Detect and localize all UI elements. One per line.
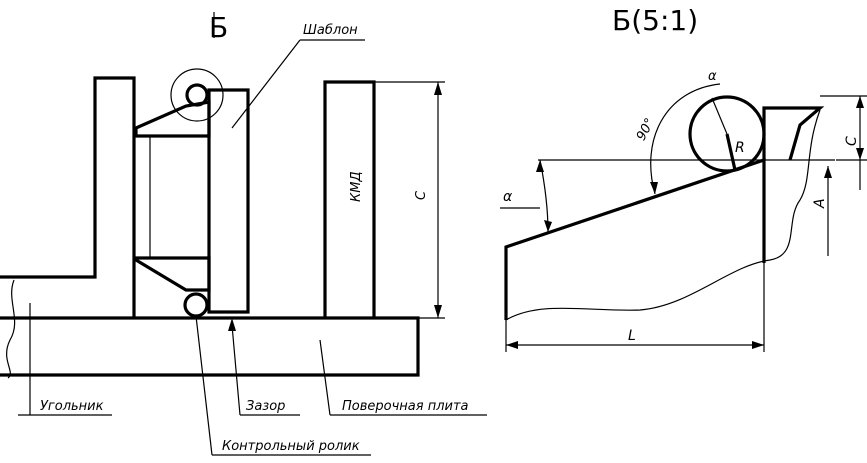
upper-block xyxy=(762,106,825,161)
left-view: Б Шаблон КМД С Угольник Зазор Поверочная… xyxy=(0,11,487,456)
label-dim-l: L xyxy=(628,328,636,344)
wedge-body xyxy=(504,157,766,320)
gauge-blocks xyxy=(323,80,376,318)
label-radius: R xyxy=(735,140,745,156)
label-template: Шаблон xyxy=(303,23,358,38)
right-angle-arrow xyxy=(650,182,658,194)
label-alpha-left: α xyxy=(503,189,513,205)
left-title: Б xyxy=(209,11,228,44)
radius-line-top xyxy=(711,97,728,135)
control-roller xyxy=(183,292,209,318)
template-lower-wedge xyxy=(134,256,211,292)
surface-plate xyxy=(0,316,420,377)
detail-roller xyxy=(688,95,766,173)
label-alpha-top: α xyxy=(708,69,717,84)
label-gauge-blocks: КМД xyxy=(349,171,364,202)
right-angle-arc xyxy=(650,83,721,195)
break-line xyxy=(5,279,16,379)
label-angle-piece: Угольник xyxy=(40,399,104,414)
label-surface-plate: Поверочная плита xyxy=(342,399,469,414)
radius-line xyxy=(725,133,737,171)
template-web-lines xyxy=(136,135,209,259)
gap-arrow xyxy=(228,318,236,331)
dim-a-arrow xyxy=(824,166,832,178)
dim-c-extension xyxy=(374,81,445,319)
label-dim-c: С xyxy=(844,136,860,146)
angle-leader xyxy=(18,303,112,416)
plate-leader xyxy=(319,339,487,416)
alpha-arrows xyxy=(536,160,552,232)
right-view: Б(5:1) α 90° R α С А L xyxy=(500,4,867,352)
label-height-c: С xyxy=(414,190,429,200)
label-control-roller: Контрольный ролик xyxy=(222,439,360,454)
template-upper-wedge xyxy=(134,100,211,138)
angle-piece xyxy=(0,76,136,318)
gap-leader xyxy=(231,324,300,416)
template-body xyxy=(207,88,250,314)
wedge-break-line xyxy=(505,109,821,321)
detail-circle xyxy=(170,68,224,122)
template-leader xyxy=(231,39,365,129)
label-gap: Зазор xyxy=(246,399,285,414)
roller-leader xyxy=(195,315,371,456)
right-title: Б(5:1) xyxy=(612,4,698,37)
dim-c-right-extension xyxy=(820,95,867,161)
upper-roller xyxy=(185,83,209,107)
dim-l-extension xyxy=(505,263,765,352)
label-dim-a: А xyxy=(812,198,828,209)
